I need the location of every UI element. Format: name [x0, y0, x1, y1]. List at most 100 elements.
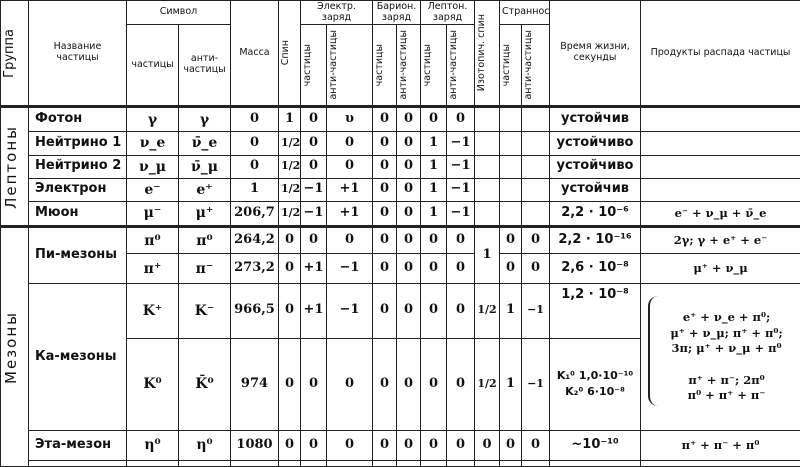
- trailing-cell: [549, 459, 642, 467]
- s-anti-label: анти-частицы: [523, 30, 535, 100]
- eq-cell: 0: [300, 337, 327, 432]
- bqa-cell: 0: [395, 154, 422, 179]
- eqa-cell: 0: [326, 430, 373, 461]
- meson-group-label: Мезоны: [2, 310, 20, 384]
- lifetime-k1: K₁⁰ 1,0·10⁻¹⁰: [556, 368, 634, 382]
- lqa-cell: 0: [446, 337, 476, 432]
- bqa-cell: 0: [395, 226, 422, 255]
- lqa-cell: 0: [446, 253, 476, 284]
- s-cell: 1: [499, 282, 523, 339]
- symbol-cell: K⁺: [126, 282, 179, 339]
- spin-cell: 1: [278, 106, 301, 133]
- trailing-cell: [278, 459, 301, 467]
- lifetime-cell: устойчив: [549, 177, 642, 202]
- anti-symbol-cell: π⁻: [178, 253, 231, 284]
- name-header: Название частицы: [28, 0, 127, 109]
- lq-anti-header: анти-частицы: [446, 24, 476, 109]
- lepton-group-label: Лептоны: [2, 124, 20, 209]
- row-eta: Эта-мезон η⁰ η⁰ 1080 0 0 0 0 0 0 0 0 0 0…: [1, 430, 800, 461]
- eqa-cell: −1: [326, 253, 373, 284]
- s-cell: [499, 177, 523, 202]
- s-cell: 1: [499, 337, 523, 432]
- mass-cell: 206,7: [230, 200, 279, 229]
- sa-cell: −1: [521, 282, 551, 339]
- symbol-cell: μ⁻: [126, 200, 179, 229]
- name-cell: Пи-мезоны: [28, 226, 127, 284]
- anti-symbol-cell: π⁰: [178, 226, 231, 255]
- trailing-cell: [395, 459, 422, 467]
- trailing-cell: [499, 459, 523, 467]
- lifetime-header: Время жизни, секунды: [549, 0, 642, 109]
- bqa-cell: 0: [395, 131, 422, 156]
- eqa-cell: −1: [326, 282, 373, 339]
- anti-symbol-cell: e⁺: [178, 177, 231, 202]
- spin-header: Спин: [278, 0, 301, 109]
- mass-cell: 974: [230, 337, 279, 432]
- anti-symbol-cell: ν̄_e: [178, 131, 231, 156]
- bq-cell: 0: [372, 253, 397, 284]
- sa-cell: [521, 154, 551, 179]
- lqa-cell: −1: [446, 131, 476, 156]
- lqa-cell: 0: [446, 282, 476, 339]
- bq-cell: 0: [372, 177, 397, 202]
- decay-line: 3π; μ⁺ + ν_μ + π⁰: [671, 341, 782, 356]
- mass-cell: 273,2: [230, 253, 279, 284]
- eqa-cell: 0: [326, 131, 373, 156]
- sa-cell: 0: [521, 253, 551, 284]
- bq-cell: 0: [372, 282, 397, 339]
- name-cell: Нейтрино 1: [28, 131, 127, 156]
- decay-line: π⁺ + π⁻; 2π⁰: [688, 372, 765, 387]
- bq-anti-label: анти-частицы: [398, 30, 409, 100]
- decay-cell: μ⁺ + ν_μ: [640, 253, 800, 284]
- s-cell: [499, 200, 523, 229]
- bq-cell: 0: [372, 154, 397, 179]
- meson-group-cell: Мезоны: [0, 226, 29, 467]
- isospin-header: Изотопич. спин: [474, 0, 501, 109]
- spin-cell: 0: [278, 337, 301, 432]
- name-cell: Мюон: [28, 200, 127, 229]
- baryon-charge-header: Барион. заряд: [371, 0, 422, 26]
- lifetime-cell: 1,2 · 10⁻⁸: [549, 282, 642, 339]
- decay-cell: [640, 177, 800, 202]
- sa-cell: 0: [521, 226, 551, 255]
- lq-cell: 0: [420, 337, 448, 432]
- symbol-cell: η⁰: [126, 430, 179, 461]
- lq-cell: 1: [420, 200, 448, 229]
- iso-cell: 1/2: [474, 337, 501, 432]
- spin-cell: 1/2: [278, 177, 301, 202]
- bq-cell: 0: [372, 430, 397, 461]
- row-k-charged: Ка-мезоны K⁺ K⁻ 966,5 0 +1 −1 0 0 0 0 1/…: [1, 282, 800, 432]
- eq-cell: +1: [300, 282, 327, 339]
- iso-cell: [474, 177, 501, 202]
- iso-cell: [474, 131, 501, 156]
- decay-header: Продукты распада частицы: [640, 0, 800, 109]
- bqa-cell: 0: [395, 177, 422, 202]
- mass-cell: 966,5: [230, 282, 279, 339]
- bq-particle-header: частицы: [372, 24, 397, 109]
- row-trailing: [1, 459, 800, 467]
- trailing-cell: [446, 459, 476, 467]
- row-pi0: Мезоны Пи-мезоны π⁰ π⁰ 264,2 0 0 0 0 0 0…: [0, 226, 800, 467]
- symbol-cell: ν_e: [126, 131, 179, 156]
- mass-header: Масса: [230, 0, 279, 109]
- row-electron: Электрон e⁻ e⁺ 1 1/2 −1 +1 0 0 1 −1 усто…: [1, 177, 800, 202]
- eq-cell: 0: [300, 226, 327, 255]
- mass-cell: 264,2: [230, 226, 279, 255]
- sa-cell: [521, 200, 551, 229]
- name-cell: Фотон: [28, 106, 127, 133]
- eqa-cell: +1: [326, 200, 373, 229]
- iso-cell: [474, 200, 501, 229]
- decay-line: μ⁺ + ν_μ; π⁺ + π⁰;: [670, 325, 783, 340]
- eqa-cell: +1: [326, 177, 373, 202]
- spin-cell: 0: [278, 430, 301, 461]
- bq-cell: 0: [372, 200, 397, 229]
- sa-cell: [521, 177, 551, 202]
- eqa-cell: υ: [326, 106, 373, 133]
- lifetime-cell: ~10⁻¹⁰: [549, 430, 642, 461]
- eq-particle-header: частицы: [300, 24, 327, 109]
- lepton-group-cell: Лептоны: [0, 106, 29, 229]
- decay-gap: [655, 357, 798, 373]
- name-cell: Эта-мезон: [28, 430, 127, 461]
- s-cell: [499, 131, 523, 156]
